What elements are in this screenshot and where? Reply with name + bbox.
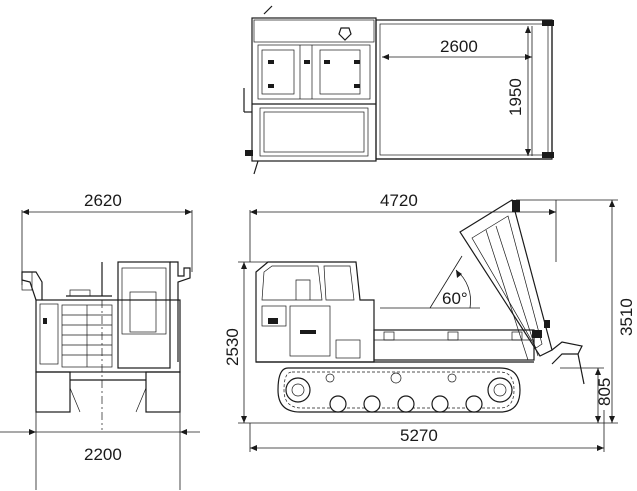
front-view-body [35,299,181,373]
side-view-sprocket-wheel [487,377,513,403]
side-view-road-wheel [329,395,347,413]
side-view-track [277,367,521,413]
side-view-engine-panel [289,305,331,357]
label-top-view-width: 1950 [506,78,525,116]
top-view-shield-icon [338,27,352,41]
front-view-seat [129,291,157,333]
front-view-right-track [145,371,181,413]
front-view-left-track [35,371,71,413]
label-top-view-length: 2600 [440,37,478,56]
side-view-road-wheel [363,395,381,413]
label-side-view-height: 2530 [223,328,242,366]
side-view-road-wheel [431,395,449,413]
side-view-dump-bed [373,329,535,361]
top-view-cab-frame [251,17,377,162]
side-view-idler-wheel [285,377,311,403]
label-front-view-width: 2620 [84,191,122,210]
label-side-view-raised-length: 4720 [380,191,418,210]
label-side-view-raised-height: 3510 [617,298,636,336]
side-view: 4720 2530 3510 805 5270 [223,191,636,452]
side-view-road-wheel [397,395,415,413]
side-view-cab-window [261,265,323,301]
top-view-engine-cover [257,44,371,100]
front-view-cab [117,261,171,369]
front-view: 2620 2200 [0,191,200,490]
side-view-cab [255,261,375,363]
side-view-road-wheel [465,395,483,413]
top-view: 2600 1950 [243,5,554,175]
label-front-view-track-gauge: 2200 [84,445,122,464]
label-side-view-overall-length: 5270 [400,426,438,445]
label-dump-angle: 60° [442,289,468,308]
top-view-operator-deck [259,107,369,157]
label-side-view-bed-height: 805 [595,378,614,406]
